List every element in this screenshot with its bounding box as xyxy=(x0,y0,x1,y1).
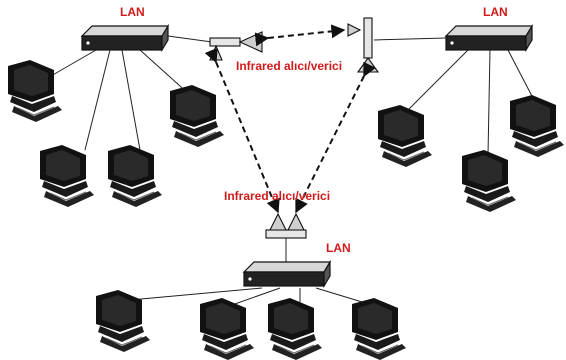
computer-left-1 xyxy=(7,59,63,123)
computer-right-1 xyxy=(377,104,433,168)
computer-left-4 xyxy=(107,144,163,208)
lan-label-bottom: LAN xyxy=(326,241,351,255)
lan-right-network xyxy=(373,25,565,213)
computer-bottom-4 xyxy=(351,297,407,360)
lan-label-left: LAN xyxy=(120,5,145,19)
infrared-links xyxy=(204,24,376,214)
ir-link-left xyxy=(204,47,280,214)
lan-bottom-network xyxy=(95,236,407,360)
infrared-label-top: Infrared alıcı/verici xyxy=(236,59,343,73)
infrared-transceiver-bottom xyxy=(265,212,307,239)
ir-link-top xyxy=(254,24,346,47)
hub-right xyxy=(445,25,533,51)
computer-left-3 xyxy=(39,144,95,208)
infrared-label-bottom: Infrared alıcı/verici xyxy=(224,189,331,203)
hub-left xyxy=(81,25,169,51)
lan-left-network xyxy=(7,25,225,208)
computer-bottom-3 xyxy=(267,297,323,360)
infrared-transceiver-left xyxy=(209,31,263,61)
cable-lines-right xyxy=(373,37,535,156)
computer-right-2 xyxy=(509,94,565,158)
computer-bottom-2 xyxy=(199,297,255,360)
infrared-transceiver-right xyxy=(347,17,380,73)
lan-label-right: LAN xyxy=(483,5,508,19)
ir-link-right xyxy=(295,61,376,214)
hub-bottom xyxy=(243,261,331,287)
computer-left-2 xyxy=(169,84,225,148)
computer-right-3 xyxy=(461,149,517,213)
